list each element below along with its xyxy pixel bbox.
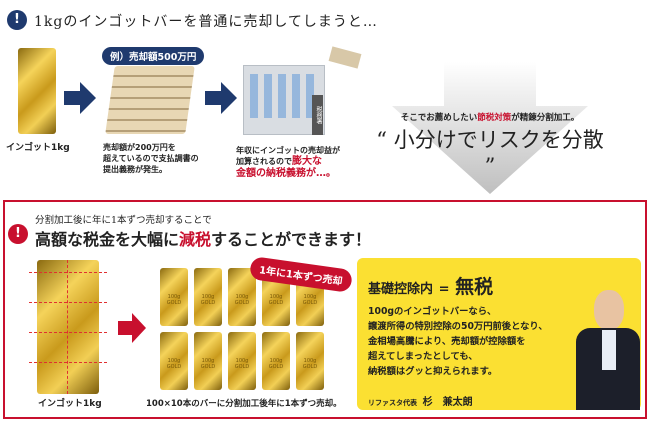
gold-ingot-image	[18, 48, 56, 134]
money-text: 売却額が200万円を 超えているので支払調書の 提出義務が発生。	[103, 142, 199, 175]
gold-ingot-divided-image	[29, 260, 107, 394]
tax-office-building-image	[243, 65, 325, 135]
highlight-text: 減税	[179, 230, 212, 249]
text-line: 売却額が200万円を	[103, 143, 176, 152]
text-line: 100gのインゴットバーなら、	[368, 306, 497, 317]
tax-text: 年収にインゴットの売却益が 加算されるので膨大な 金額の納税義務が…。	[236, 145, 340, 180]
text: することができます！	[211, 230, 372, 249]
arrow-right-icon	[205, 82, 237, 114]
text: =	[438, 282, 450, 297]
text-line: 超えているので支払調書の	[103, 154, 199, 163]
text-line: 年収にインゴットの売却益が	[236, 146, 340, 155]
text: 基礎控除内	[368, 282, 434, 297]
small-gold-bar: 100g GOLD	[160, 268, 188, 326]
text: 杉 兼太朗	[422, 397, 473, 408]
small-bars-grid: 100g GOLD 100g GOLD 100g GOLD 100g GOLD …	[160, 268, 324, 390]
text: 高額な税金を大幅に	[35, 230, 180, 249]
small-gold-bar: 100g GOLD	[194, 332, 222, 390]
alert-icon: !	[8, 224, 28, 244]
highlight-text: 節税対策	[477, 113, 512, 123]
highlight-text: 膨大な	[292, 156, 322, 167]
info-body: 100gのインゴットバーなら、 譲渡所得の特別控除の50万円前後となり、 金相場…	[368, 304, 548, 379]
recommend-subtitle: そこでお薦めしたい節税対策が精錬分割加工。	[392, 111, 588, 123]
signature: リファスタ代表 杉 兼太朗	[368, 390, 473, 409]
text: 無税	[455, 276, 494, 298]
small-gold-bar: 100g GOLD	[160, 332, 188, 390]
info-heading: 基礎控除内 = 無税	[368, 272, 493, 299]
ingot-label: インゴット1kg	[38, 399, 102, 409]
panel-subtitle: 分割加工後に年に1本ずつ売却することで	[35, 215, 212, 226]
arrow-right-icon	[64, 82, 96, 114]
arrow-right-icon	[118, 313, 146, 343]
text-line: 提出義務が発生。	[103, 165, 167, 174]
ingot-label: インゴット1kg	[6, 143, 70, 153]
text: リファスタ代表	[368, 398, 417, 407]
reduction-panel	[3, 200, 647, 419]
alert-icon: !	[7, 10, 27, 30]
text-line: 譲渡所得の特別控除の50万円前後となり、	[368, 321, 548, 332]
recommend-main: “ 小分けでリスクを分散 ”	[376, 128, 604, 178]
tax-office-sign: 税務署	[312, 95, 323, 135]
text-line: 加算されるので	[236, 157, 292, 166]
example-badge: 例）売却額500万円	[102, 47, 205, 65]
text: が精錬分割加工。	[511, 113, 580, 123]
flying-money-icon	[328, 46, 362, 69]
section-title: 1kgのインゴットバーを普通に売却してしまうと…	[34, 14, 378, 30]
text: そこでお薦めしたい	[400, 113, 478, 123]
text-line: 金相場高騰により、売却額が控除額を	[368, 336, 526, 347]
money-stack-image	[105, 66, 195, 134]
small-gold-bar: 100g GOLD	[262, 332, 290, 390]
highlight-text: 金額の納税義務が…。	[236, 168, 336, 179]
small-gold-bar: 100g GOLD	[228, 332, 256, 390]
representative-photo	[572, 290, 640, 410]
small-gold-bar: 100g GOLD	[228, 268, 256, 326]
bars-caption: 100×10本のバーに分割加工後年に1本ずつ売却。	[146, 399, 342, 409]
text-line: 納税額はグッと抑えられます。	[368, 366, 498, 377]
big-down-arrow-icon	[392, 62, 588, 194]
panel-title: 高額な税金を大幅に減税することができます！	[35, 226, 371, 250]
text-line: 超えてしまったとしても、	[368, 351, 478, 362]
small-gold-bar: 100g GOLD	[194, 268, 222, 326]
small-gold-bar: 100g GOLD	[296, 332, 324, 390]
